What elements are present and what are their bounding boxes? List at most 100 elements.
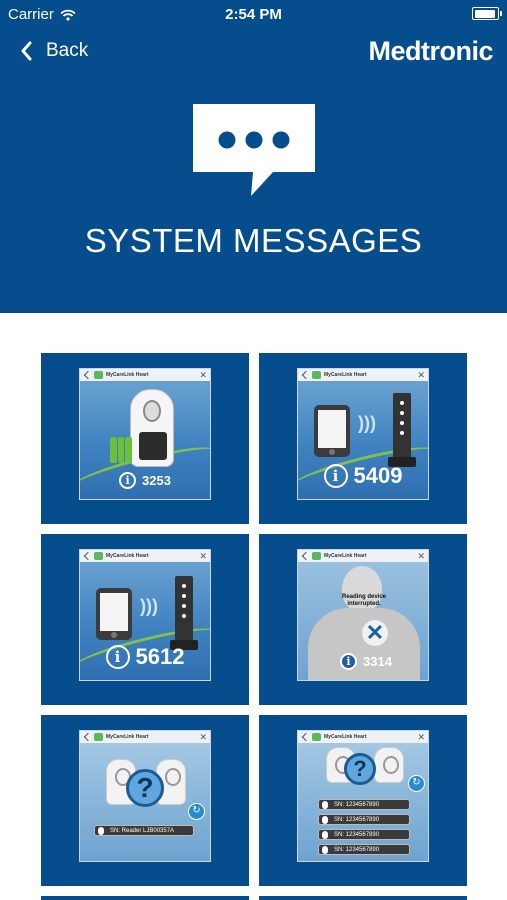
person-torso [308, 608, 420, 680]
screen-title-bar: MyCareLink Heart ✕ [80, 731, 210, 743]
mini-back-icon [83, 551, 93, 561]
serial-text: SN: 1234567890 [334, 816, 380, 823]
reader-device-icon [130, 389, 174, 467]
message-tile-3314[interactable]: MyCareLink Heart ✕ Reading device interr… [259, 534, 467, 705]
heart-logo-icon [94, 552, 103, 560]
close-icon: ✕ [417, 732, 425, 742]
error-x-icon: ✕ [362, 620, 388, 646]
page-title: SYSTEM MESSAGES [84, 222, 423, 259]
tablet-icon [96, 588, 132, 640]
device-caption: Reading device interrupted. [341, 594, 386, 607]
message-tile-partial[interactable] [259, 896, 467, 900]
screen-title-bar: MyCareLink Heart ✕ [298, 550, 428, 562]
screen-title-bar: MyCareLink Heart ✕ [80, 369, 210, 381]
heart-logo-icon [94, 371, 103, 379]
screen-app-name: MyCareLink Heart [324, 372, 367, 378]
tile-screen: MyCareLink Heart ✕ ? ↻ SN: 1234567890 SN… [297, 730, 429, 862]
tablet-icon [314, 405, 350, 457]
refresh-icon[interactable]: ↻ [408, 775, 425, 792]
tile-screen: MyCareLink Heart ✕ ))) i 5409 [297, 368, 429, 500]
screen-title-bar: MyCareLink Heart ✕ [298, 369, 428, 381]
mini-back-icon [83, 370, 93, 380]
heart-logo-icon [312, 552, 321, 560]
batteries-icon [110, 437, 133, 463]
serial-row[interactable]: SN: 1234567890 [318, 844, 410, 855]
screen-app-name: MyCareLink Heart [324, 734, 367, 740]
signal-icon: ))) [358, 413, 376, 433]
monitor-tower-icon [393, 393, 411, 459]
reader-pod-icon [374, 747, 404, 783]
message-tile-5612[interactable]: MyCareLink Heart ✕ ))) i 5612 [41, 534, 249, 705]
speech-bubble-ellipsis-icon [193, 104, 315, 196]
question-icon: ? [126, 769, 164, 807]
mini-back-icon [301, 732, 311, 742]
refresh-icon[interactable]: ↻ [188, 803, 205, 820]
code-number: 3253 [142, 473, 171, 488]
code-number: 5409 [353, 463, 403, 488]
heart-logo-icon [312, 371, 321, 379]
serial-row[interactable]: SN: 1234567890 [318, 799, 410, 810]
close-icon: ✕ [199, 732, 207, 742]
mini-back-icon [301, 370, 311, 380]
serial-text: SN: 1234567890 [334, 831, 380, 838]
code-number: 5612 [135, 644, 185, 669]
info-icon: i [323, 464, 348, 488]
status-left: Carrier [8, 6, 76, 23]
reader-serial-text: SN: Reader LJB00357A [110, 827, 175, 834]
reader-serial-row[interactable]: SN: Reader LJB00357A [94, 825, 194, 836]
signal-icon: ))) [140, 596, 158, 616]
back-label: Back [46, 40, 89, 61]
chevron-left-icon [21, 41, 32, 61]
tile-screen: MyCareLink Heart ✕ Reading device interr… [297, 549, 429, 681]
serial-row[interactable]: SN: 1234567890 [318, 829, 410, 840]
screen-app-name: MyCareLink Heart [106, 372, 149, 378]
screen-app-name: MyCareLink Heart [106, 734, 149, 740]
screen-app-name: MyCareLink Heart [106, 553, 149, 559]
person-silhouette-icon [342, 566, 382, 612]
code-number: 3314 [363, 654, 392, 669]
back-button[interactable]: Back [20, 40, 88, 62]
status-time: 2:54 PM [225, 6, 282, 23]
screen-title-bar: MyCareLink Heart ✕ [80, 550, 210, 562]
info-icon: i [340, 653, 357, 670]
heart-logo-icon [94, 733, 103, 741]
message-tile-reader-sn[interactable]: MyCareLink Heart ✕ ? ↻ SN: Reader LJB003… [41, 715, 249, 886]
reader-pill-icon [322, 845, 328, 854]
reader-pill-icon [98, 826, 104, 835]
close-icon: ✕ [417, 551, 425, 561]
reader-pill-icon [322, 800, 328, 809]
message-tile-5409[interactable]: MyCareLink Heart ✕ ))) i 5409 [259, 353, 467, 524]
reader-pill-icon [322, 815, 328, 824]
message-code: i 5409 [298, 463, 428, 489]
tower-base [388, 457, 416, 467]
info-icon: i [105, 645, 130, 669]
status-bar: Carrier 2:54 PM [0, 0, 507, 28]
tile-screen: MyCareLink Heart ✕ ? ↻ SN: Reader LJB003… [79, 730, 211, 862]
message-tile-3253[interactable]: MyCareLink Heart ✕ i 3253 [41, 353, 249, 524]
battery-icon [472, 7, 502, 20]
message-tile-serial-list[interactable]: MyCareLink Heart ✕ ? ↻ SN: 1234567890 SN… [259, 715, 467, 886]
message-tile-partial[interactable] [41, 896, 249, 900]
close-icon: ✕ [417, 370, 425, 380]
tile-screen: MyCareLink Heart ✕ i 3253 [79, 368, 211, 500]
tower-base [170, 640, 198, 650]
carrier-label: Carrier [8, 6, 54, 23]
info-icon: i [119, 472, 137, 489]
serial-text: SN: 1234567890 [334, 846, 380, 853]
message-code: i 3314 [340, 653, 428, 670]
mini-back-icon [301, 551, 311, 561]
screen-app-name: MyCareLink Heart [324, 553, 367, 559]
header: Carrier 2:54 PM Back Medtronic SYST [0, 0, 507, 313]
message-code: i 3253 [80, 472, 210, 489]
message-code: i 5612 [80, 644, 210, 670]
question-icon: ? [344, 753, 376, 785]
heart-logo-icon [312, 733, 321, 741]
tile-screen: MyCareLink Heart ✕ ))) i 5612 [79, 549, 211, 681]
medtronic-logo: Medtronic [368, 36, 493, 66]
close-icon: ✕ [199, 551, 207, 561]
monitor-tower-icon [175, 576, 193, 642]
mini-back-icon [83, 732, 93, 742]
screen-title-bar: MyCareLink Heart ✕ [298, 731, 428, 743]
serial-row[interactable]: SN: 1234567890 [318, 814, 410, 825]
